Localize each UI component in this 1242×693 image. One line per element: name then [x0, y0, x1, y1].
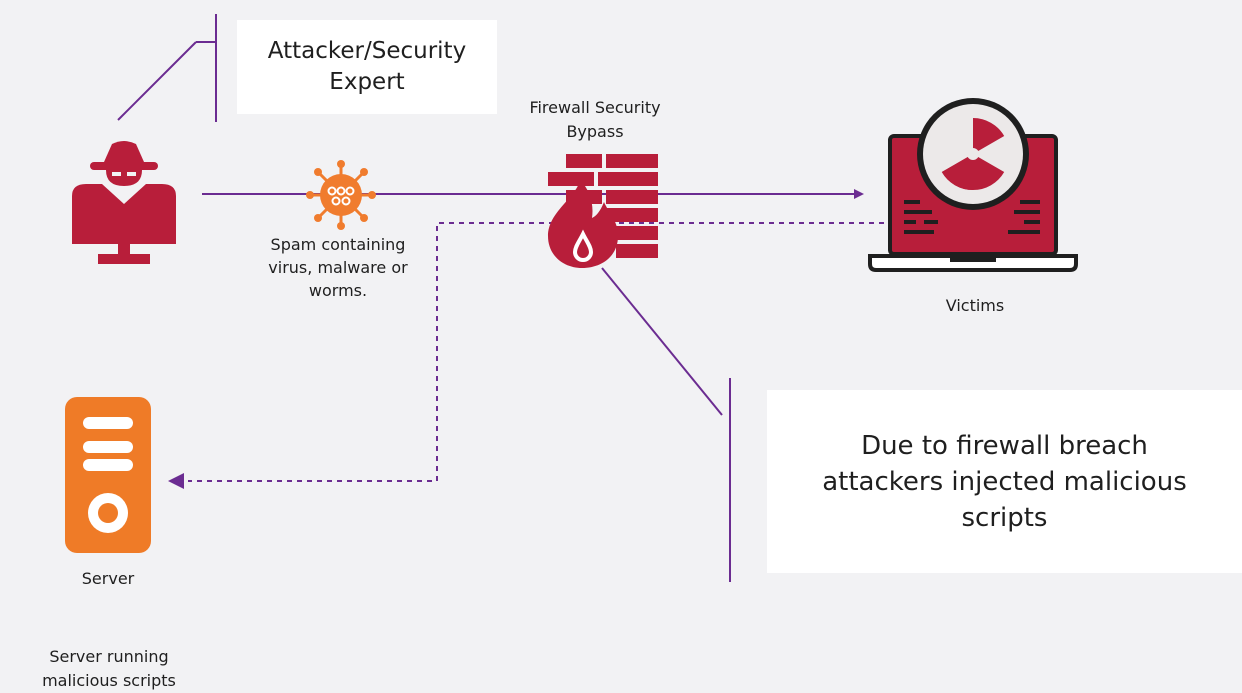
- virus-icon: [306, 160, 376, 230]
- server-running-label: Server running malicious scripts: [42, 647, 176, 690]
- breach-description-box: Due to firewall breach attackers injecte…: [767, 390, 1242, 573]
- breach-dashed-path: [188, 222, 884, 482]
- hacker-icon: [72, 141, 176, 264]
- attacker-label: Attacker/Security Expert: [267, 38, 467, 95]
- victims-label: Victims: [945, 296, 1005, 315]
- server-arrowhead: [168, 473, 184, 489]
- server-icon: [65, 397, 151, 553]
- breach-callout-line: [601, 267, 723, 416]
- attacker-callout-line: [117, 41, 197, 121]
- server-label: Server: [81, 569, 135, 588]
- firewall-label: Firewall Security Bypass: [529, 98, 661, 141]
- breach-description: Due to firewall breach attackers injecte…: [822, 430, 1187, 533]
- attacker-label-box: Attacker/Security Expert: [237, 20, 497, 114]
- firewall-icon: [548, 154, 658, 268]
- laptop-radiation-icon: [868, 98, 1078, 272]
- spam-label: Spam containing virus, malware or worms.: [268, 235, 408, 300]
